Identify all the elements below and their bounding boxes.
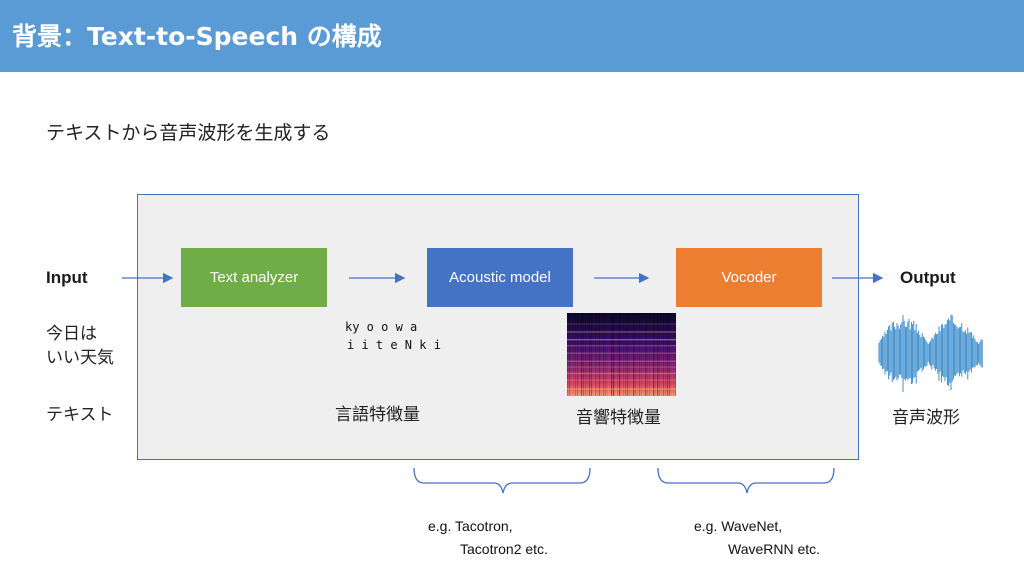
brace-acoustic	[413, 467, 591, 494]
slide-subtitle: テキストから音声波形を生成する	[46, 122, 331, 144]
waveform-image	[878, 314, 983, 393]
input-text-line1: 今日は	[46, 324, 97, 344]
acoustic-examples-line2: Tacotron2 etc.	[460, 541, 548, 557]
waveform-caption: 音声波形	[892, 408, 960, 428]
linguistic-caption: 言語特徴量	[335, 405, 420, 425]
text-analyzer-block: Text analyzer	[181, 248, 327, 307]
page-title: 背景：Text-to-Speech の構成	[12, 22, 382, 51]
spectrogram-image	[567, 313, 676, 396]
acoustic-model-block: Acoustic model	[427, 248, 573, 307]
acoustic-examples-line1: e.g. Tacotron,	[428, 518, 513, 534]
brace-vocoder	[657, 467, 835, 494]
input-text-line2: いい天気	[46, 348, 114, 368]
input-label: Input	[46, 268, 88, 287]
acoustic-caption: 音響特徴量	[576, 408, 661, 428]
phoneme-line1: ky o o w a	[345, 320, 418, 334]
vocoder-block: Vocoder	[676, 248, 822, 307]
input-caption: テキスト	[46, 405, 114, 425]
output-label: Output	[900, 268, 956, 287]
pipeline-panel	[137, 194, 859, 460]
phoneme-line2: i i t e N k i	[347, 338, 441, 352]
title-bar: 背景：Text-to-Speech の構成	[0, 0, 1024, 72]
vocoder-examples-line1: e.g. WaveNet,	[694, 518, 783, 534]
vocoder-examples-line2: WaveRNN etc.	[728, 541, 821, 557]
